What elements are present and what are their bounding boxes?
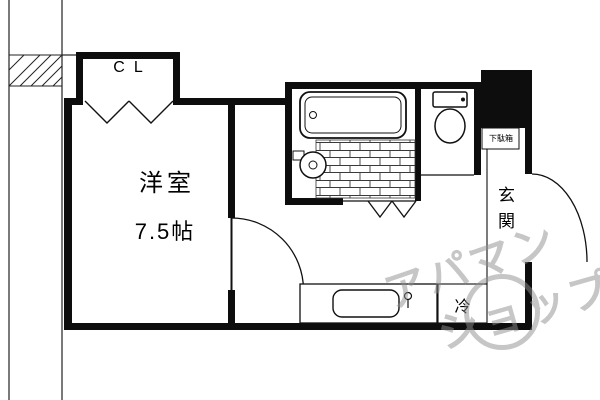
closet-right-wall [173, 52, 180, 102]
entrance-pillar-block [481, 70, 532, 128]
toilet-right-wall [474, 89, 481, 175]
fridge-space [437, 283, 488, 324]
shoe-cabinet-box [481, 127, 520, 150]
room-name-label: 洋室 [139, 170, 195, 197]
unit-top-wall [285, 82, 481, 89]
room-right-wall-stub [228, 290, 235, 323]
right-wall-lower [525, 262, 532, 330]
bath-left-wall [285, 82, 292, 205]
fridge-label: 冷 [454, 299, 471, 316]
closet-folding-door-marks [84, 100, 174, 124]
closet-left-wall [76, 52, 83, 102]
kitchen [299, 283, 438, 324]
entrance-label: 玄関 [495, 186, 514, 238]
shoe-cabinet-label: 下駄箱 [489, 134, 513, 143]
entrance-door-arc [531, 173, 588, 263]
room-size-label: 7.5帖 [134, 219, 196, 244]
bathtub-drain [309, 111, 317, 119]
room-right-wall-upper [228, 98, 235, 218]
room-left-wall [64, 98, 72, 330]
room-top-wall-left [64, 98, 83, 105]
toilet-tank [432, 91, 468, 108]
room-door-arc [231, 217, 305, 291]
washbasin [299, 151, 327, 179]
toilet-flush-button [461, 97, 465, 102]
kitchen-sink [332, 289, 400, 318]
wall-hatch [8, 54, 63, 87]
bathtub [299, 91, 407, 139]
bathroom-folding-door-marks [367, 200, 417, 219]
bathroom [292, 91, 417, 219]
washbasin-drain [308, 160, 318, 170]
bath-toilet-divider-wall [415, 89, 421, 201]
bottom-wall [64, 323, 532, 330]
bathtub-inner-line [304, 96, 402, 134]
bath-bottom-wall [285, 198, 343, 205]
walls [64, 52, 532, 330]
hatch-lines [8, 54, 63, 87]
toilet-bowl [434, 108, 466, 144]
closet-label: CL [113, 59, 152, 76]
right-wall-upper [525, 128, 532, 174]
doors [230, 173, 588, 291]
tile-floor [315, 139, 416, 199]
toilet-room [421, 91, 474, 176]
closet-top-wall [76, 52, 180, 59]
